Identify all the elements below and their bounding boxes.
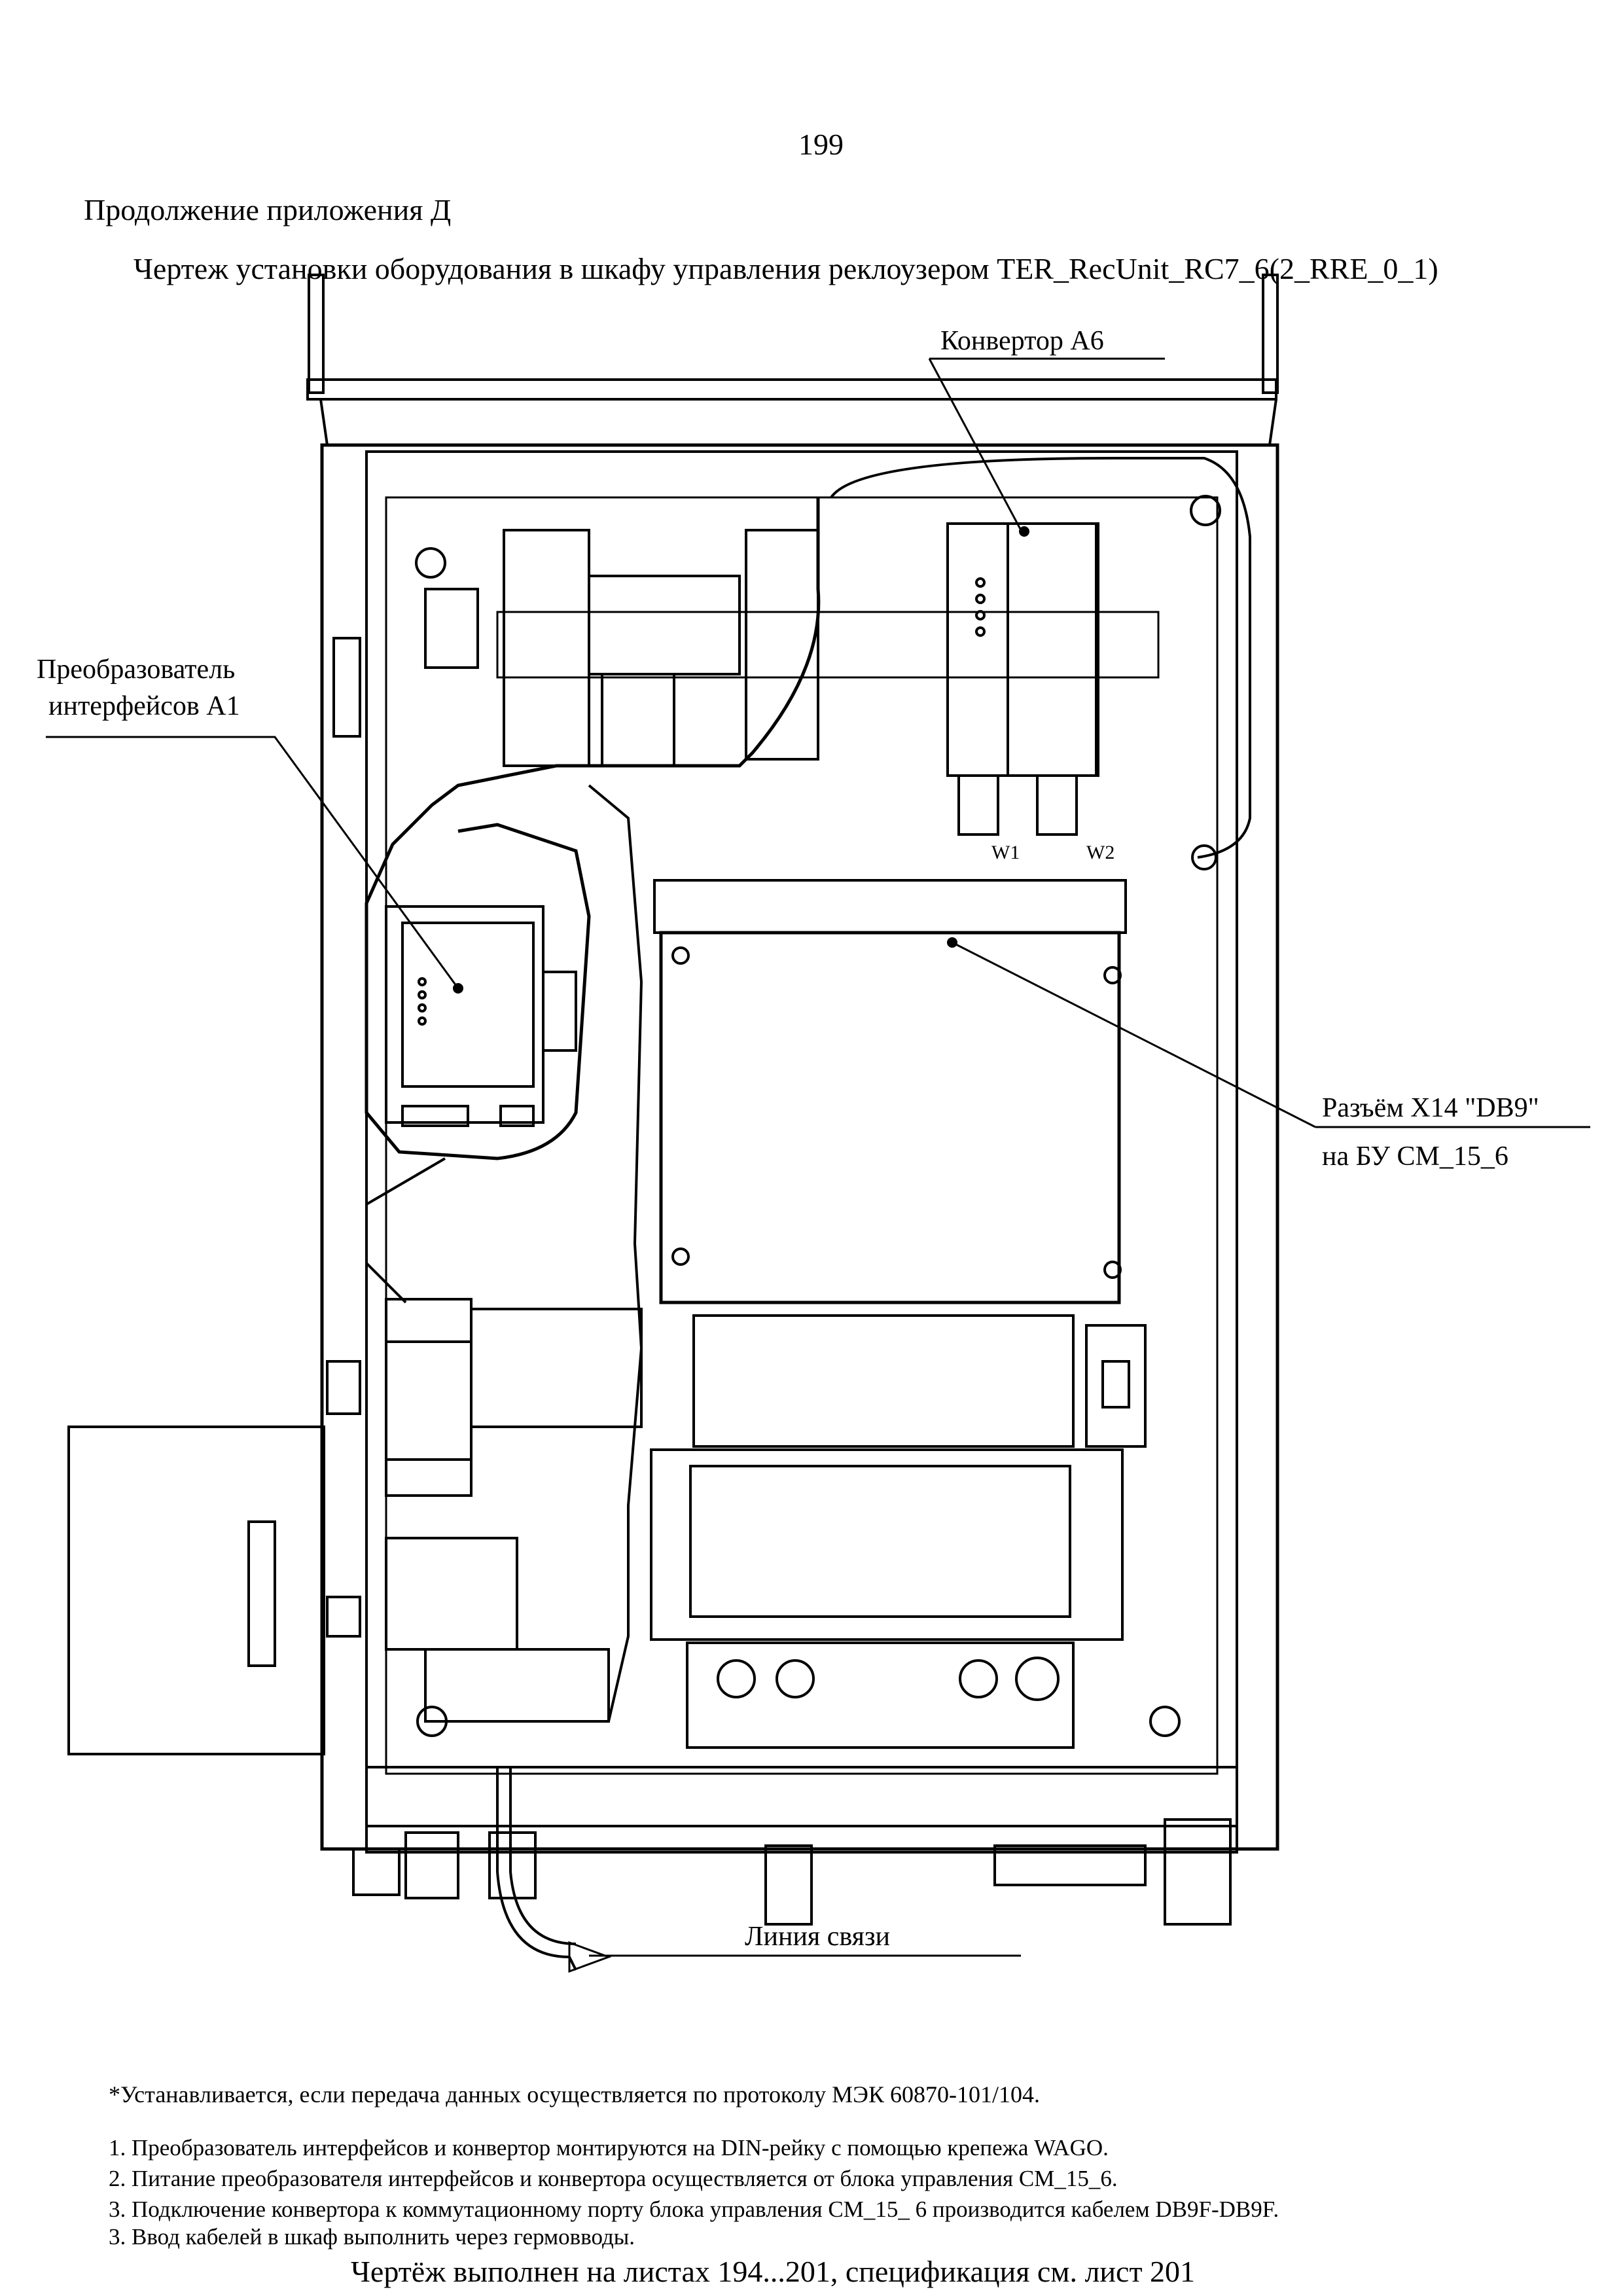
breaker-left xyxy=(385,1298,473,1497)
top-handle-right xyxy=(1262,274,1279,394)
callout-w1: W1 xyxy=(991,842,1020,863)
battery-block-upper xyxy=(692,1314,1075,1448)
callout-comm-line: Линия связи xyxy=(745,1922,890,1952)
control-unit-cm15 xyxy=(659,931,1121,1304)
power-switch xyxy=(1085,1324,1147,1448)
star-note: *Устанавливается, если передача данных о… xyxy=(109,2081,1040,2108)
callout-connector-line1: Разъём X14 "DB9" xyxy=(1322,1093,1539,1123)
external-side-box xyxy=(67,1426,325,1755)
callout-converter: Конвертор А6 xyxy=(940,326,1104,356)
battery-block-lower xyxy=(650,1448,1124,1641)
wiring-harness xyxy=(365,497,821,1160)
callout-interface-line1: Преобразователь xyxy=(37,655,235,685)
note-item: 1. Преобразователь интерфейсов и конверт… xyxy=(109,2135,1109,2161)
relay xyxy=(745,529,819,761)
appendix-title: Продолжение приложения Д xyxy=(84,193,452,226)
din-rail xyxy=(496,611,1160,679)
leader-interface xyxy=(46,736,459,989)
footer-note: Чертёж выполнен на листах 194...201, спе… xyxy=(351,2255,1196,2288)
gland-comm xyxy=(488,1831,537,1899)
top-handle-left xyxy=(308,274,325,394)
mount-hole-tr xyxy=(1190,495,1221,526)
gland-right xyxy=(1164,1818,1232,1926)
callout-w2: W2 xyxy=(1086,842,1115,863)
cabinet-roof xyxy=(306,378,1277,401)
gland-left xyxy=(352,1848,401,1896)
interface-converter-a1 xyxy=(385,905,544,1124)
comm-line-arrow xyxy=(568,1941,612,1973)
cabinet-plinth xyxy=(365,1766,1238,1854)
leader-connector xyxy=(952,941,1590,1128)
note-item: 3. Подключение конвертора к коммутационн… xyxy=(109,2197,1279,2222)
note-item: 3. Ввод кабелей в шкаф выполнить через г… xyxy=(109,2224,635,2250)
callout-interface-line2: интерфейсов А1 xyxy=(48,691,240,721)
note-item: 2. Питание преобразователя интерфейсов и… xyxy=(109,2166,1118,2191)
drawing-title: Чертеж установки оборудования в шкафу уп… xyxy=(134,252,1438,285)
converter-a6 xyxy=(946,522,1099,777)
page-number: 199 xyxy=(798,128,844,161)
callout-connector-line2: на БУ СМ_15_6 xyxy=(1322,1141,1508,1172)
terminal-block xyxy=(503,529,590,767)
cabinet-body xyxy=(320,443,1279,1851)
